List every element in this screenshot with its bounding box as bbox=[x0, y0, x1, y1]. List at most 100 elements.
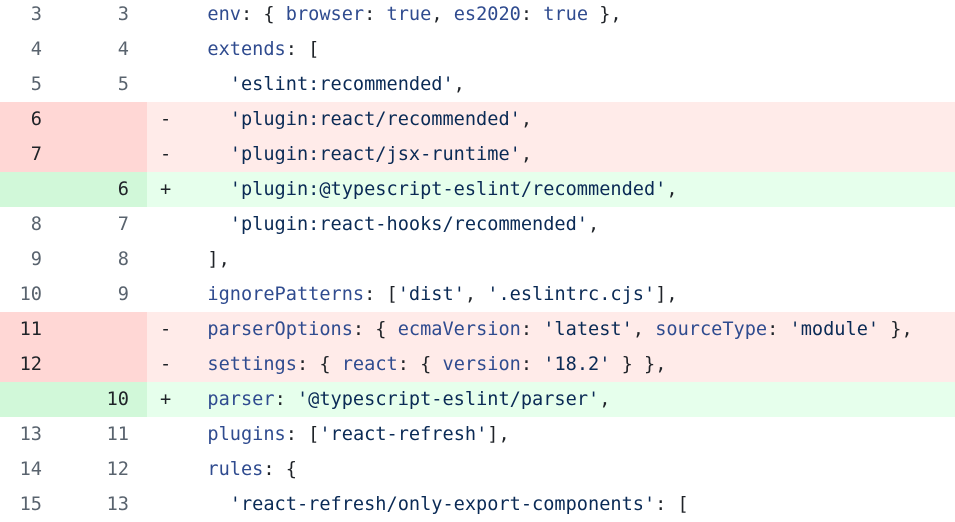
code-punctuation: ], bbox=[655, 284, 678, 305]
old-line-number[interactable]: 7 bbox=[30, 144, 42, 165]
code-string: 'react-refresh' bbox=[319, 424, 488, 445]
old-line-number[interactable]: 8 bbox=[30, 214, 42, 235]
code-key: version bbox=[442, 354, 521, 375]
code-punctuation: , bbox=[588, 214, 600, 235]
code-punctuation: , bbox=[431, 4, 454, 25]
code-punctuation: : bbox=[520, 354, 544, 375]
old-line-number[interactable]: 9 bbox=[30, 249, 42, 270]
diff-sign: - bbox=[160, 109, 172, 130]
old-line-number[interactable]: 14 bbox=[19, 459, 42, 480]
diff-line-deleted: 7- 'plugin:react/jsx-runtime', bbox=[0, 137, 955, 172]
code-string: 'latest' bbox=[543, 319, 633, 340]
code-punctuation: : { bbox=[263, 459, 297, 480]
new-line-number[interactable] bbox=[75, 102, 129, 137]
code-line: 'plugin:react/recommended', bbox=[185, 102, 532, 137]
diff-sign: - bbox=[160, 144, 172, 165]
old-line-number[interactable]: 6 bbox=[30, 109, 42, 130]
code-punctuation: ], bbox=[185, 249, 230, 270]
code-string: 'plugin:@typescript-eslint/recommended' bbox=[229, 179, 667, 200]
code-line: 'plugin:@typescript-eslint/recommended', bbox=[185, 172, 678, 207]
code-punctuation: } }, bbox=[610, 354, 667, 375]
code-punctuation bbox=[185, 494, 230, 515]
code-key: browser bbox=[285, 4, 365, 25]
code-key: ecmaVersion bbox=[397, 319, 521, 340]
code-key: extends bbox=[207, 39, 286, 60]
diff-line-added: 6 + 'plugin:@typescript-eslint/recommende… bbox=[0, 172, 955, 207]
old-line-number[interactable]: 12 bbox=[19, 354, 42, 375]
code-punctuation bbox=[185, 214, 230, 235]
code-punctuation: : [ bbox=[285, 39, 320, 60]
code-punctuation bbox=[185, 179, 230, 200]
old-line-number[interactable]: 13 bbox=[19, 424, 42, 445]
new-line-number[interactable]: 8 bbox=[117, 249, 129, 270]
code-punctuation: , bbox=[520, 144, 533, 165]
code-punctuation: : [ bbox=[285, 424, 320, 445]
new-line-number[interactable] bbox=[75, 312, 129, 347]
new-line-number[interactable]: 3 bbox=[117, 4, 129, 25]
code-key: es2020 bbox=[453, 4, 521, 25]
code-punctuation: : [ bbox=[655, 494, 689, 515]
old-line-number[interactable]: 11 bbox=[19, 319, 42, 340]
code-line: rules: { bbox=[185, 452, 297, 487]
code-punctuation: }, bbox=[588, 4, 622, 25]
new-line-number[interactable]: 9 bbox=[117, 284, 129, 305]
diff-line-context: 14 12 rules: { bbox=[0, 452, 955, 487]
line-number-gutter bbox=[0, 172, 147, 207]
code-punctuation: ], bbox=[487, 424, 510, 445]
code-punctuation: : { bbox=[296, 354, 342, 375]
old-line-number[interactable]: 5 bbox=[30, 74, 42, 95]
new-line-number[interactable]: 13 bbox=[106, 494, 129, 515]
code-punctuation bbox=[185, 39, 207, 60]
code-line: 'react-refresh/only-export-components': … bbox=[185, 487, 689, 522]
diff-line-context: 15 13 'react-refresh/only-export-componen… bbox=[0, 487, 955, 522]
new-line-number[interactable] bbox=[75, 137, 129, 172]
code-punctuation: , bbox=[520, 109, 533, 130]
diff-line-context: 9 8 ], bbox=[0, 242, 955, 277]
code-string: 'plugin:react/recommended' bbox=[229, 109, 521, 130]
new-line-number[interactable] bbox=[75, 347, 129, 382]
code-string: 'plugin:react-hooks/recommended' bbox=[229, 214, 589, 235]
code-string: '.eslintrc.cjs' bbox=[487, 284, 656, 305]
code-punctuation bbox=[185, 109, 230, 130]
code-key: react bbox=[341, 354, 398, 375]
new-line-number[interactable]: 10 bbox=[106, 389, 129, 410]
old-line-number[interactable]: 15 bbox=[19, 494, 42, 515]
code-key: parser bbox=[207, 389, 275, 410]
code-punctuation: , bbox=[599, 389, 611, 410]
code-key: rules bbox=[207, 459, 264, 480]
code-punctuation bbox=[185, 354, 207, 375]
code-string: 'dist' bbox=[397, 284, 465, 305]
code-punctuation: , bbox=[464, 284, 488, 305]
diff-line-deleted: 11- parserOptions: { ecmaVersion: 'lates… bbox=[0, 312, 955, 347]
new-line-number[interactable]: 5 bbox=[117, 74, 129, 95]
old-line-number[interactable]: 4 bbox=[30, 39, 42, 60]
code-string: '18.2' bbox=[543, 354, 611, 375]
code-line: ], bbox=[185, 242, 230, 277]
code-line: settings: { react: { version: '18.2' } }… bbox=[185, 347, 666, 382]
new-line-number[interactable]: 11 bbox=[106, 424, 129, 445]
new-line-number[interactable]: 12 bbox=[106, 459, 129, 480]
code-line: ignorePatterns: ['dist', '.eslintrc.cjs'… bbox=[185, 277, 678, 312]
diff-line-deleted: 12 - settings: { react: { version: '18.2'… bbox=[0, 347, 955, 382]
diff-line-context: 8 7 'plugin:react-hooks/recommended', bbox=[0, 207, 955, 242]
new-line-number[interactable]: 7 bbox=[117, 214, 129, 235]
line-number-gutter bbox=[0, 347, 147, 382]
new-line-number[interactable]: 4 bbox=[117, 39, 129, 60]
old-line-number[interactable] bbox=[0, 172, 42, 207]
line-number-gutter bbox=[0, 382, 147, 417]
code-punctuation bbox=[185, 459, 207, 480]
old-line-number[interactable]: 3 bbox=[30, 4, 42, 25]
code-punctuation bbox=[185, 4, 207, 25]
old-line-number[interactable] bbox=[0, 382, 42, 417]
diff-sign: + bbox=[160, 389, 172, 410]
code-punctuation: : bbox=[364, 4, 387, 25]
diff-line-deleted: 6 - 'plugin:react/recommended', bbox=[0, 102, 955, 137]
diff-sign: - bbox=[160, 354, 172, 375]
code-key: ignorePatterns bbox=[207, 284, 365, 305]
diff-sign: + bbox=[160, 179, 172, 200]
old-line-number[interactable]: 10 bbox=[19, 284, 42, 305]
new-line-number[interactable]: 6 bbox=[117, 179, 129, 200]
